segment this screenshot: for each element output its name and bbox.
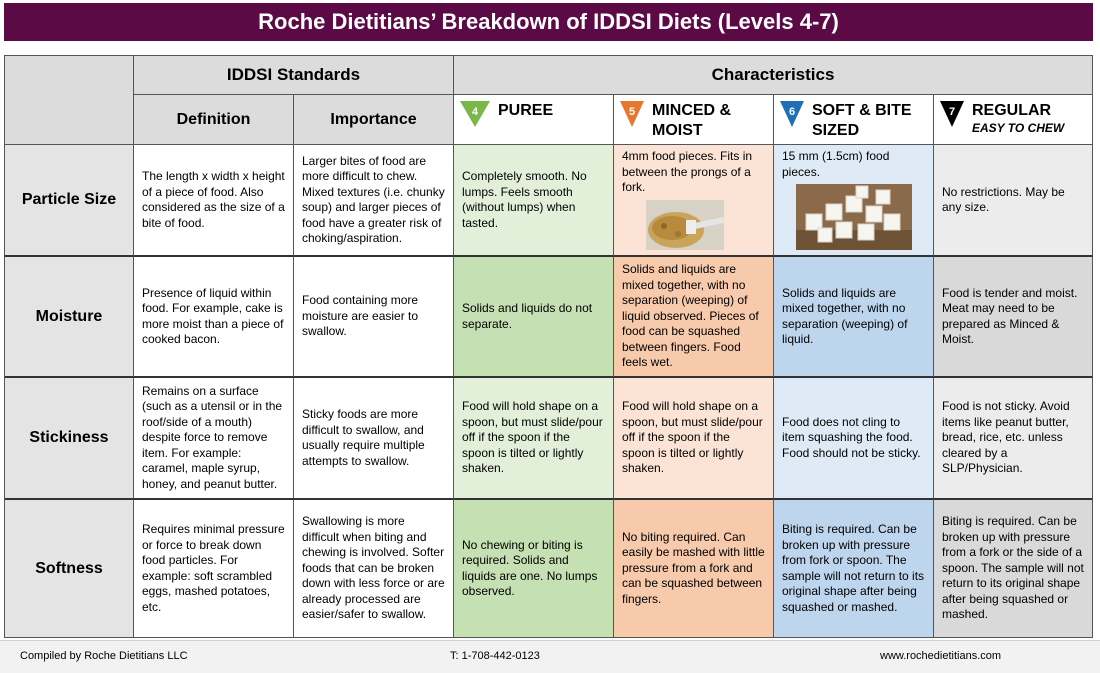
header-importance: Importance xyxy=(294,95,454,145)
header-characteristics: Characteristics xyxy=(454,56,1093,95)
stickiness-regular: Food is not sticky. Avoid items like pea… xyxy=(934,378,1093,500)
svg-text:6: 6 xyxy=(789,106,795,118)
level-6-name: SOFT & BITE SIZED xyxy=(812,102,912,139)
stickiness-puree: Food will hold shape on a spoon, but mus… xyxy=(454,378,614,500)
moisture-regular: Food is tender and moist. Meat may need … xyxy=(934,257,1093,378)
moisture-puree: Solids and liquids do not separate. xyxy=(454,257,614,378)
level-4-triangle-icon: 4 xyxy=(460,101,490,127)
particle-size-soft: 15 mm (1.5cm) food pieces. xyxy=(774,145,934,257)
level-7-subname: EASY TO CHEW xyxy=(972,121,1065,135)
minced-food-photo xyxy=(646,199,725,250)
moisture-importance: Food containing more moisture are easier… xyxy=(294,257,454,378)
svg-text:4: 4 xyxy=(472,106,479,118)
header-definition: Definition xyxy=(134,95,294,145)
header-iddsi-standards: IDDSI Standards xyxy=(134,56,454,95)
particle-size-puree: Completely smooth. No lumps. Feels smoot… xyxy=(454,145,614,257)
stickiness-soft: Food does not cling to item squashing th… xyxy=(774,378,934,500)
softness-minced: No biting required. Can easily be mashed… xyxy=(614,500,774,638)
level-6-triangle-icon: 6 xyxy=(780,101,804,127)
soft-cubes-photo xyxy=(796,184,912,250)
row-label-particle-size: Particle Size xyxy=(5,145,134,257)
particle-size-regular: No restrictions. May be any size. xyxy=(934,145,1093,257)
level-7-triangle-icon: 7 xyxy=(940,101,964,127)
softness-soft: Biting is required. Can be broken up wit… xyxy=(774,500,934,638)
row-label-stickiness: Stickiness xyxy=(5,378,134,500)
stickiness-definition: Remains on a surface (such as a utensil … xyxy=(134,378,294,500)
level-5-triangle-icon: 5 xyxy=(620,101,644,127)
footer-phone: T: 1-708-442-0123 xyxy=(450,650,540,662)
page-title: Roche Dietitians’ Breakdown of IDDSI Die… xyxy=(4,3,1093,41)
level-4-puree-header: 4 PUREE xyxy=(454,95,614,145)
iddsi-table xyxy=(4,55,1093,638)
header-corner xyxy=(5,56,134,145)
svg-text:7: 7 xyxy=(949,106,955,118)
softness-importance: Swallowing is more difficult when biting… xyxy=(294,500,454,638)
footer-compiled-by: Compiled by Roche Dietitians LLC xyxy=(20,650,188,662)
row-label-softness: Softness xyxy=(5,500,134,638)
level-6-soft-header: 6 SOFT & BITE SIZED xyxy=(774,95,934,145)
level-7-name: REGULAR xyxy=(972,102,1052,119)
stickiness-importance: Sticky foods are more difficult to swall… xyxy=(294,378,454,500)
softness-definition: Requires minimal pressure or force to br… xyxy=(134,500,294,638)
stickiness-minced: Food will hold shape on a spoon, but mus… xyxy=(614,378,774,500)
particle-size-importance: Larger bites of food are more difficult … xyxy=(294,145,454,257)
row-label-moisture: Moisture xyxy=(5,257,134,378)
footer-website[interactable]: www.rochedietitians.com xyxy=(880,650,1002,662)
particle-size-minced: 4mm food pieces. Fits in between the pro… xyxy=(614,145,774,257)
moisture-definition: Presence of liquid within food. For exam… xyxy=(134,257,294,378)
moisture-minced: Solids and liquids are mixed together, w… xyxy=(614,257,774,378)
softness-puree: No chewing or biting is required. Solids… xyxy=(454,500,614,638)
level-5-minced-header: 5 MINCED & MOIST xyxy=(614,95,774,145)
moisture-soft: Solids and liquids are mixed together, w… xyxy=(774,257,934,378)
level-4-name: PUREE xyxy=(498,102,554,119)
footer-bar xyxy=(0,640,1100,673)
particle-size-definition: The length x width x height of a piece o… xyxy=(134,145,294,257)
svg-text:5: 5 xyxy=(629,106,635,118)
level-7-regular-header: 7 REGULAR EASY TO CHEW xyxy=(934,95,1093,145)
softness-regular: Biting is required. Can be broken up wit… xyxy=(934,500,1093,638)
level-5-name: MINCED & MOIST xyxy=(652,102,732,139)
